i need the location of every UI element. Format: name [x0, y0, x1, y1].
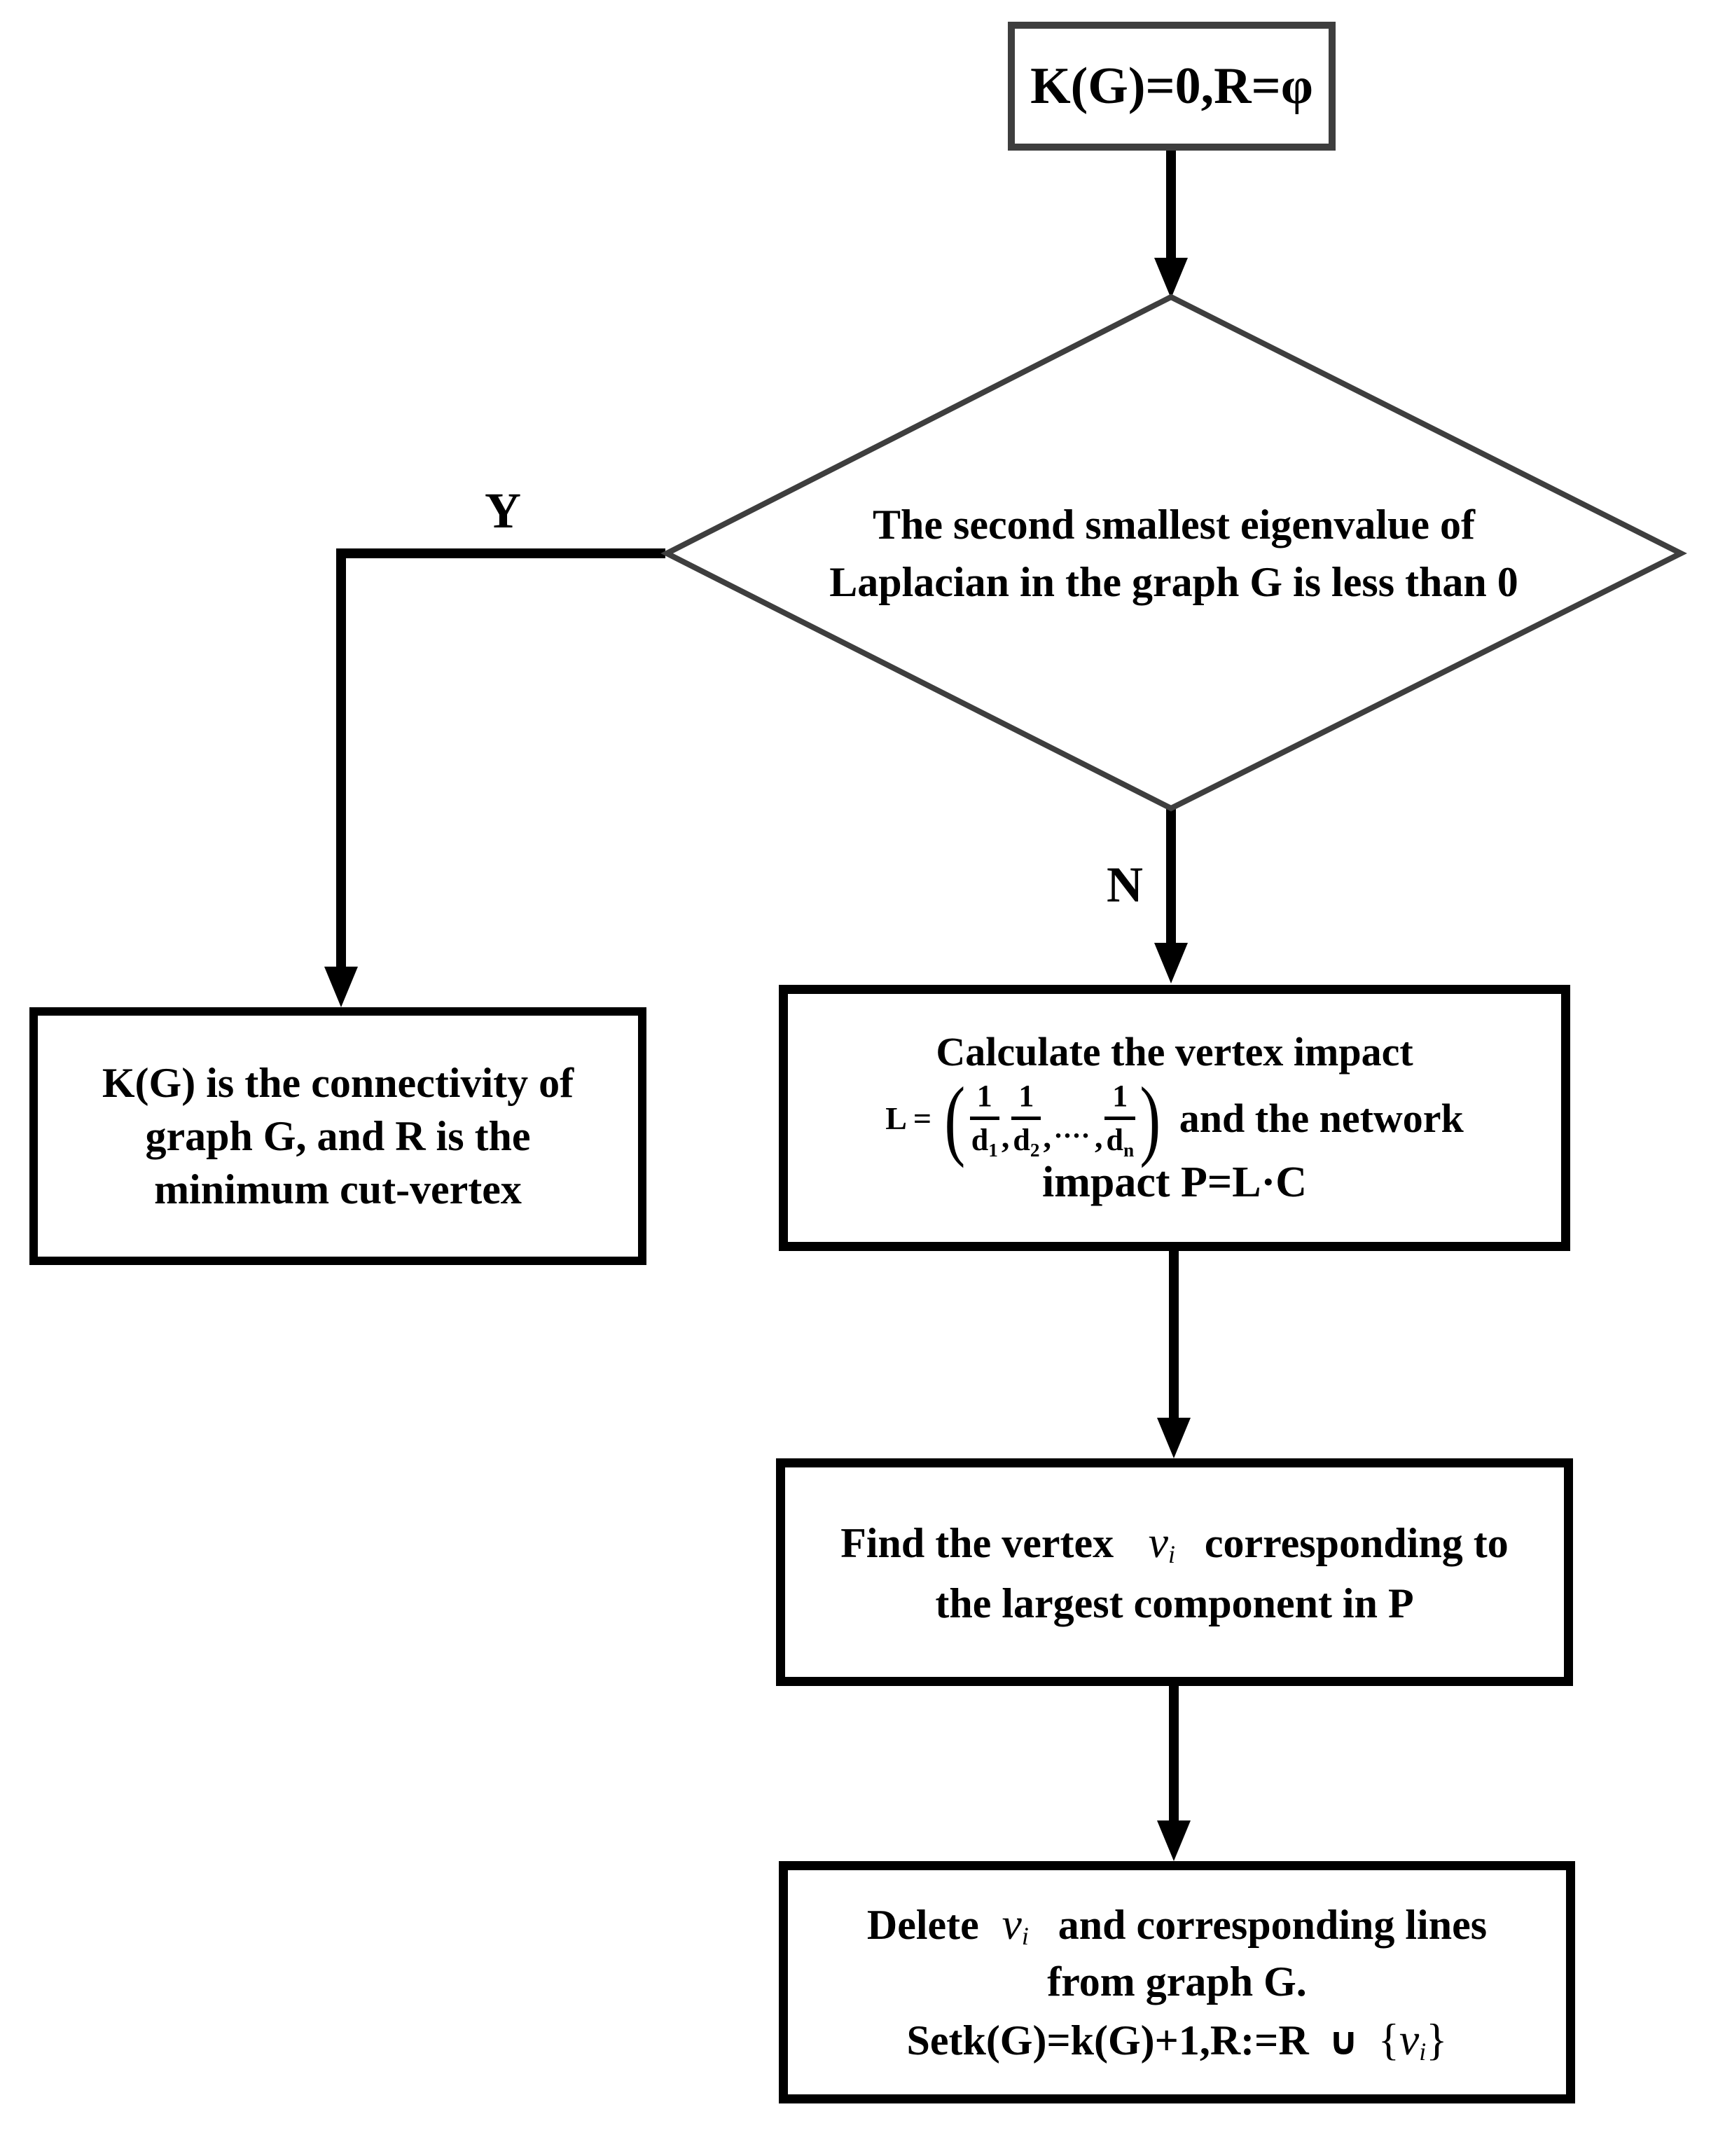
find-vertex-box: Find the vertex vi corresponding to the … — [776, 1458, 1573, 1686]
delete-box-line-2: from graph G. — [1047, 1958, 1307, 2005]
decision-diamond-shape — [660, 293, 1687, 812]
decision-line-2: Laplacian in the graph G is less than 0 — [829, 559, 1518, 605]
start-box-text: K(G)=0,R=φ — [1030, 57, 1313, 115]
formula-comma-2: , — [1043, 1119, 1051, 1155]
formula-fraction-1: 1 d1 — [969, 1079, 999, 1161]
arrow-yes-branch-line — [336, 548, 665, 968]
yes-box-line-3: minimum cut-vertex — [154, 1166, 522, 1213]
formula-fraction-n: 1 dn — [1104, 1079, 1136, 1161]
arrow-find-to-delete-head — [1157, 1820, 1191, 1861]
formula-open-paren: ( — [944, 1068, 966, 1168]
yes-box-line-2: graph G, and R is the — [145, 1112, 531, 1159]
vertex-variable: v — [1002, 1899, 1022, 1949]
find-box-line-1: Find the vertex vi corresponding to — [840, 1516, 1509, 1568]
decision-diamond-text: The second smallest eigenvalue of Laplac… — [684, 490, 1664, 616]
formula-comma-1: , — [1001, 1119, 1010, 1155]
vertex-variable: v — [1148, 1516, 1168, 1567]
formula-rhs: and the network — [1179, 1096, 1464, 1142]
arrow-no-branch-head — [1154, 943, 1188, 983]
start-box: K(G)=0,R=φ — [1008, 22, 1336, 151]
find-box-line-2: the largest component in P — [935, 1580, 1414, 1627]
arrow-start-to-decision-head — [1154, 258, 1188, 298]
calc-box-line-3: impact P=L·C — [1041, 1159, 1308, 1207]
arrow-yes-branch-head — [324, 967, 358, 1007]
no-branch-label: N — [1107, 857, 1143, 913]
delete-box-line-1: Delete vi and corresponding lines — [866, 1899, 1488, 1951]
decision-line-1: The second smallest eigenvalue of — [873, 501, 1475, 548]
formula-fraction-2: 1 d2 — [1011, 1079, 1041, 1161]
formula-ellipsis: .... — [1054, 1112, 1091, 1145]
formula-lhs: L = — [885, 1100, 932, 1137]
calc-impact-box: Calculate the vertex impact L = ( 1 d1 ,… — [779, 985, 1570, 1251]
vertex-variable: v — [1399, 2014, 1420, 2064]
delete-box-line-3: Setk(G)=k(G)+1,R:=R ∪ {vi} — [906, 2014, 1448, 2066]
arrow-calc-to-find-head — [1157, 1418, 1191, 1458]
yes-box-line-1: K(G) is the connectivity of — [102, 1059, 574, 1106]
yes-result-box: K(G) is the connectivity of graph G, and… — [29, 1007, 646, 1265]
formula-close-paren: ) — [1139, 1068, 1161, 1168]
yes-branch-label: Y — [485, 483, 521, 539]
formula-comma-3: , — [1094, 1119, 1103, 1155]
calc-box-line-1: Calculate the vertex impact — [936, 1028, 1413, 1074]
union-symbol: ∪ — [1327, 2019, 1359, 2064]
calc-box-formula: L = ( 1 d1 , 1 d2 , .... , 1 dn ) and th… — [885, 1068, 1464, 1168]
delete-vertex-box: Delete vi and corresponding lines from g… — [779, 1861, 1575, 2103]
